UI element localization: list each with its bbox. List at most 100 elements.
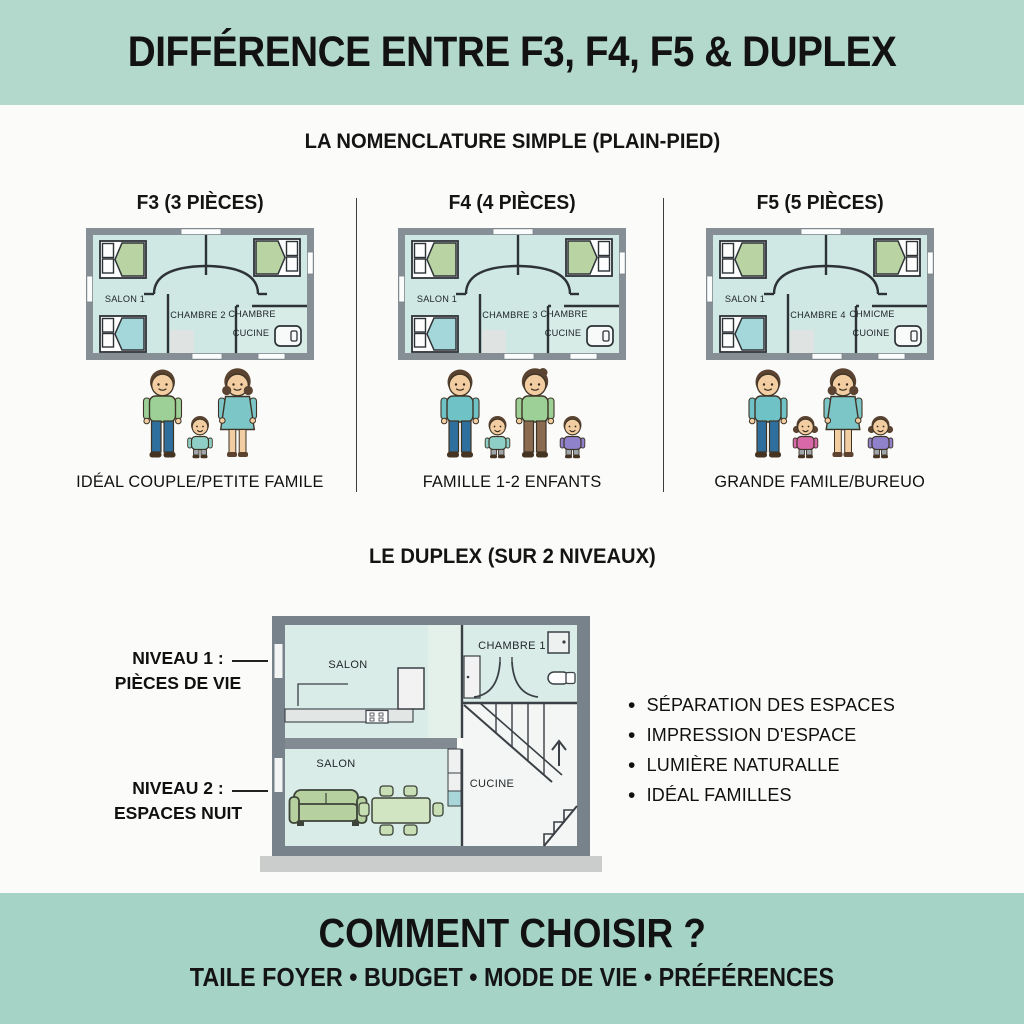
door-gap xyxy=(859,303,872,309)
ground xyxy=(260,856,602,872)
floor-plan: SALON 1 CHAMBRE 2 CHAMBRE CUCINE xyxy=(86,228,314,360)
dining-table-icon xyxy=(358,785,444,836)
window xyxy=(926,251,934,275)
window xyxy=(811,353,843,360)
bottom-slab xyxy=(272,846,590,856)
bed-icon xyxy=(719,240,767,279)
plan-caption-f3: IDÉAL COUPLE/PETITE FAMILE xyxy=(76,472,324,491)
column-divider xyxy=(663,198,664,492)
room-label-chambre-center: CHAMBRE 4 xyxy=(790,310,845,320)
room-label-cuisine: CUOINE xyxy=(853,328,890,338)
floor-plan-f3: SALON 1 CHAMBRE 2 CHAMBRE CUCINE xyxy=(86,228,314,360)
floor-plan: SALON 1 CHAMBRE 4 CHMICME CUOINE xyxy=(706,228,934,360)
level1-connector-line xyxy=(232,660,268,662)
family-icon xyxy=(440,368,586,459)
floor-plan: SALON 1 CHAMBRE 3 CHAMBRE CUCINE xyxy=(398,228,626,360)
plan-title-f5: F5 (5 PIÈCES) xyxy=(756,192,884,214)
stove-icon xyxy=(365,709,389,724)
duplex-benefits-list: SÉPARATION DES ESPACES IMPRESSION D'ESPA… xyxy=(628,690,895,810)
room-label-chambre-center: CHAMBRE 2 xyxy=(170,310,225,320)
bathtub-icon xyxy=(547,671,576,685)
door-arc xyxy=(473,661,501,698)
door-gap xyxy=(551,303,564,309)
window xyxy=(257,353,286,360)
floor-plan-f5: SALON 1 CHAMBRE 4 CHMICME CUOINE xyxy=(706,228,934,360)
duplex-level1-label: NIVEAU 1 : PIÈCES DE VIE xyxy=(114,648,242,694)
staircase xyxy=(463,702,578,847)
bed-icon xyxy=(99,315,147,353)
bed-icon xyxy=(873,238,921,277)
duplex-cross-section: SALON CHAMBRE 1 SALON CUCINE xyxy=(260,616,602,872)
family-illustration-f5 xyxy=(745,368,895,464)
person-man xyxy=(142,369,183,458)
room-label-salon: SALON 1 xyxy=(725,294,765,304)
benefit-item: LUMIÈRE NATURALLE xyxy=(628,750,895,780)
toilet-icon xyxy=(586,325,614,347)
window xyxy=(274,644,283,678)
duplex-diagram: SALON CHAMBRE 1 SALON CUCINE xyxy=(260,610,602,872)
family-illustration-f3 xyxy=(125,368,275,464)
plan-title-f4: F4 (4 PIÈCES) xyxy=(448,192,576,214)
window xyxy=(306,251,314,275)
plan-column-f5: F5 (5 PIÈCES) SALON 1 xyxy=(675,192,965,492)
room-label-salon-bottom: SALON xyxy=(316,758,355,770)
plan-column-f4: F4 (4 PIÈCES) SALON 1 xyxy=(367,192,657,492)
window xyxy=(180,228,222,236)
roof-slab xyxy=(272,616,590,625)
room-label-cuisine: CUCINE xyxy=(545,328,581,338)
person-man xyxy=(440,369,480,458)
footer-subtitle: TAILE FOYER • BUDGET • MODE DE VIE • PRÉ… xyxy=(189,962,835,992)
level2-connector-line xyxy=(232,790,268,792)
stairwell xyxy=(462,703,577,846)
sofa-icon xyxy=(288,789,368,826)
person-boy xyxy=(484,416,511,459)
toilet-icon xyxy=(274,325,302,347)
room-label-salon: SALON 1 xyxy=(417,294,457,304)
room-label-cuisine: CUCINE xyxy=(470,778,515,790)
family-illustration-f4 xyxy=(437,368,587,464)
right-beam xyxy=(577,616,590,856)
window xyxy=(800,228,842,236)
room-label-chambre-right: CHMICME xyxy=(849,309,894,319)
header-band: DIFFÉRENCE ENTRE F3, F4, F5 & DUPLEX xyxy=(0,0,1024,105)
bed-icon xyxy=(719,315,767,353)
kitchen-counter xyxy=(284,708,414,723)
room-label-chambre1: CHAMBRE 1 xyxy=(478,640,546,652)
toilet-icon xyxy=(894,325,922,347)
door xyxy=(397,667,425,710)
person-woman xyxy=(823,368,863,457)
plan-caption-f4: FAMILLE 1-2 ENFANTS xyxy=(422,472,602,491)
bed-icon xyxy=(411,240,459,279)
bed-icon xyxy=(565,238,613,277)
page-title: DIFFÉRENCE ENTRE F3, F4, F5 & DUPLEX xyxy=(127,28,897,76)
person-girl xyxy=(867,416,894,459)
person-man xyxy=(748,369,788,458)
door-mat xyxy=(170,330,194,353)
footer-title: COMMENT CHOISIR ? xyxy=(318,910,706,956)
door-mat xyxy=(482,330,506,353)
mid-slab xyxy=(285,738,457,749)
benefit-item: IDÉAL FAMILLES xyxy=(628,780,895,810)
person-girl xyxy=(792,416,819,459)
person-woman_bun xyxy=(515,368,555,458)
window xyxy=(398,275,406,303)
person-boy xyxy=(559,416,586,459)
room-label-salon-top: SALON xyxy=(328,659,367,671)
family-icon xyxy=(142,368,258,459)
plan-title-f3: F3 (3 PIÈCES) xyxy=(136,192,264,214)
window xyxy=(706,275,714,303)
benefit-item: IMPRESSION D'ESPACE xyxy=(628,720,895,750)
bed-icon xyxy=(99,240,147,279)
plan-caption-f5: GRANDE FAMILE/BUREUO xyxy=(714,472,926,491)
person-boy xyxy=(187,416,213,459)
room-label-cuisine: CUCINE xyxy=(233,328,269,338)
cabinet-stack xyxy=(447,748,462,807)
duplex-level2-label: NIVEAU 2 : ESPACES NUIT xyxy=(113,778,243,824)
room-label-chambre-center: CHAMBRE 3 xyxy=(482,310,537,320)
window xyxy=(569,353,598,360)
window xyxy=(618,251,626,275)
bed-icon xyxy=(253,238,301,277)
door xyxy=(463,655,481,699)
window xyxy=(191,353,223,360)
plan-column-f3: F3 (3 PIÈCES) SALON 1 xyxy=(55,192,345,492)
